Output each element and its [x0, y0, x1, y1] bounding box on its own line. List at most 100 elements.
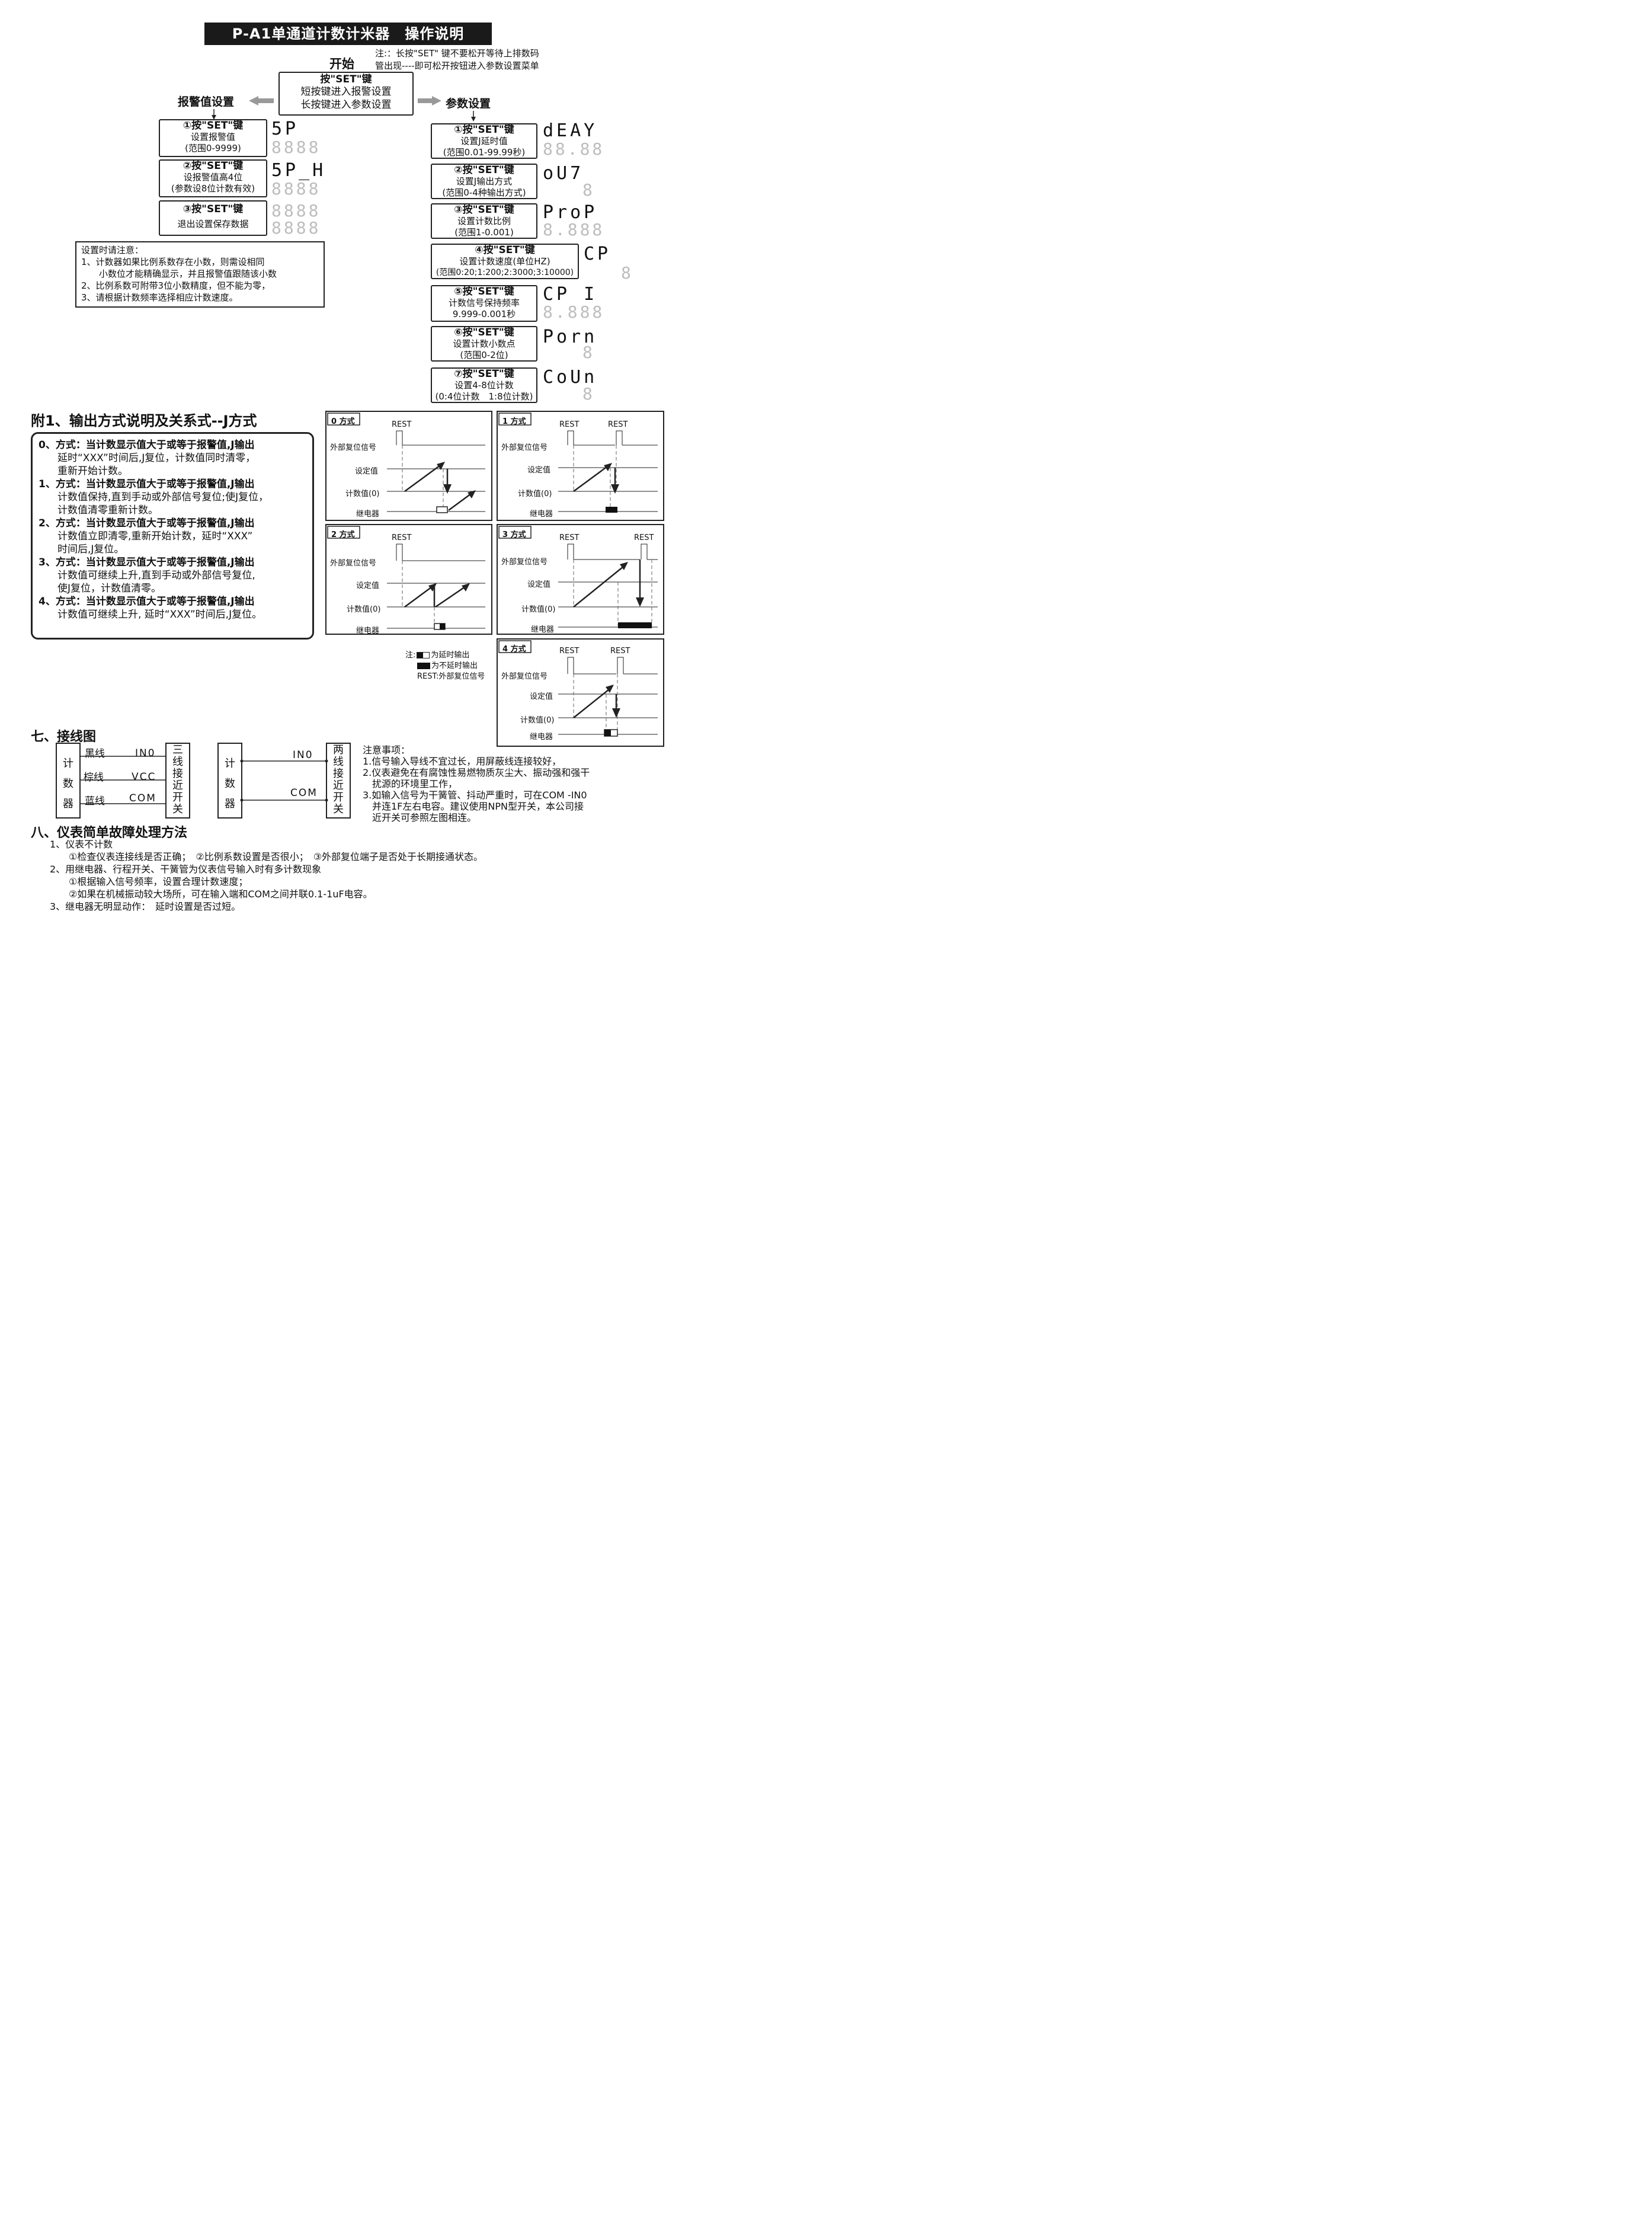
alarm-step-3: ③按"SET"键 退出设置保存数据 — [159, 200, 267, 236]
display-bottom: 88.88 — [543, 139, 605, 159]
alarm-step-range: (范围0-9999) — [185, 143, 241, 154]
switch-char: 关 — [172, 803, 183, 816]
terminal-in0: IN0 — [135, 747, 156, 759]
signal-relay-label: 继电器 — [356, 626, 380, 635]
rest-label: REST — [392, 533, 412, 542]
signal-count-label: 计数值(0) — [347, 605, 381, 614]
panel-label: 4 方式 — [502, 645, 526, 654]
counter-char: 数 — [225, 778, 235, 790]
param-step-desc: 设置J延时值 — [460, 136, 508, 146]
param-step-1: ①按"SET"键 设置J延时值 (范围0.01-99.99秒) — [431, 123, 537, 159]
legend-delay: 为延时输出 — [431, 651, 470, 660]
switch-char: 开 — [172, 791, 183, 804]
alarm-step-desc: 设报警值高4位 — [183, 172, 243, 183]
timing-panel-4: 4 方式 REST REST 外部复位信号 设定值 计数值(0) 继电器 — [497, 638, 664, 747]
display-bottom: 8.888 — [543, 220, 605, 239]
alarm-step-desc: 退出设置保存数据 — [177, 219, 249, 229]
setting-notes: 设置时请注意： 1、计数器如果比例系数存在小数，则需设相同 小数位才能精确显示，… — [75, 241, 325, 308]
param-step-desc: 设置计数速度(单位HZ) — [459, 256, 550, 267]
param-step-heading: ③按"SET"键 — [454, 204, 514, 216]
counter-char: 器 — [63, 798, 73, 810]
param-step-3: ③按"SET"键 设置计数比例 (范围1-0.001) — [431, 203, 537, 239]
param-step-heading: ⑦按"SET"键 — [454, 368, 514, 380]
setting-note-line: 1、计数器如果比例系数存在小数，则需设相同 — [81, 257, 265, 267]
counter-char: 计 — [225, 757, 235, 770]
mode-body: 计数值可继续上升,直到手动或外部信号复位, — [57, 570, 255, 581]
signal-ext-label: 外部复位信号 — [501, 672, 548, 681]
switch-char: 近 — [172, 779, 183, 792]
rest-label: REST — [608, 420, 628, 429]
wiring-note-line: 并连1F左右电容。建议使用NPN型开关，本公司接 — [363, 801, 584, 812]
setting-note-line: 设置时请注意： — [81, 245, 144, 255]
display-top-out: oU7 — [543, 163, 584, 184]
short-press-text: 短按键进入报警设置 — [300, 86, 392, 98]
signal-relay-label: 继电器 — [356, 510, 380, 519]
three-wire-switch-label: 三 线 接 近 开 关 — [172, 744, 184, 816]
display-top-coun: CoUn — [543, 367, 598, 388]
signal-ext-label: 外部复位信号 — [501, 558, 548, 567]
param-step-range: (0:4位计数 1:8位计数) — [435, 391, 533, 402]
alarm-step-range: (参数设8位计数有效) — [171, 183, 255, 194]
param-step-range: (范围0-4种输出方式) — [442, 187, 526, 198]
rest-label: REST — [559, 420, 580, 429]
setting-note-line: 2、比例系数可附带3位小数精度，但不能为零， — [81, 280, 271, 291]
rest-label: REST — [559, 647, 580, 656]
param-step-7: ⑦按"SET"键 设置4-8位计数 (0:4位计数 1:8位计数) — [431, 367, 537, 403]
start-label: 开始 — [329, 57, 354, 71]
timing-panel-3: 3 方式 REST REST 外部复位信号 设定值 计数值(0) 继电器 — [497, 524, 664, 635]
legend-prefix: 注: — [405, 651, 416, 660]
modes-description: 0、方式：当计数显示值大于或等于报警值,J输出 延时“XXX”时间后,J复位，计… — [31, 432, 314, 640]
param-step-range: (范围1-0.001) — [454, 227, 514, 238]
appendix-title: 附1、输出方式说明及关系式--J方式 — [31, 413, 257, 429]
param-step-6: ⑥按"SET"键 设置计数小数点 (范围0-2位) — [431, 326, 537, 362]
display-bottom: 8 — [582, 180, 595, 200]
setting-note-line: 3、请根据计数频率选择相应计数速度。 — [81, 292, 238, 303]
display-bottom: 8888 — [271, 218, 321, 238]
alarm-step-heading: ②按"SET"键 — [183, 160, 244, 172]
wiring-note-line: 2.仪表避免在有腐蚀性易燃物质灰尘大、振动强和强干 — [363, 767, 590, 778]
terminal-vcc: VCC — [132, 771, 156, 783]
param-step-5: ⑤按"SET"键 计数信号保持频率 9.999-0.001秒 — [431, 285, 537, 322]
counter-char: 数 — [63, 778, 73, 790]
switch-char: 三 — [172, 744, 183, 756]
signal-relay-label: 继电器 — [530, 510, 553, 519]
wire-color-black: 黑线 — [85, 748, 105, 760]
two-wire-switch-label: 两 线 接 近 开 关 — [332, 744, 344, 816]
timing-panel-1: 1 方式 REST REST 外部复位信号 设定值 计数值(0) 继电器 — [497, 411, 664, 521]
mode-head: 1、方式：当计数显示值大于或等于报警值,J输出 — [39, 478, 255, 490]
wire-color-blue: 蓝线 — [85, 795, 105, 807]
wiring-note-line: 近开关可参照左图相连。 — [363, 812, 477, 823]
alarm-step-1: ①按"SET"键 设置报警值 (范围0-9999) — [159, 119, 267, 157]
wire-color-brown: 棕线 — [84, 772, 104, 784]
display-top-cp1: CP I — [543, 284, 598, 305]
display-bottom: 8 — [582, 343, 595, 362]
signal-count-label: 计数值(0) — [345, 490, 380, 498]
display-top-cp: CP — [584, 244, 612, 264]
param-step-desc: 设置4-8位计数 — [454, 380, 514, 391]
panel-label: 1 方式 — [502, 417, 526, 426]
mode-head: 4、方式：当计数显示值大于或等于报警值,J输出 — [39, 596, 255, 608]
long-press-text: 长按键进入参数设置 — [300, 99, 392, 111]
mode-body: 时间后,J复位。 — [57, 544, 124, 555]
display-bottom: 8888 — [271, 179, 321, 199]
wiring-note-line: 3.如输入信号为干簧管、抖动严重时，可在COM -IN0 — [363, 789, 587, 801]
mode-body: 计数值保持,直到手动或外部信号复位;使J复位， — [57, 491, 269, 503]
counter-char: 计 — [63, 757, 73, 770]
display-top-sp: 5P — [271, 119, 299, 139]
param-step-desc: 设置J输出方式 — [456, 176, 513, 187]
set-key-heading: 按"SET"键 — [320, 73, 372, 85]
switch-char: 关 — [333, 803, 344, 816]
signal-ext-label: 外部复位信号 — [330, 443, 377, 452]
troubleshoot-line: 3、继电器无明显动作： 延时设置是否过短。 — [50, 901, 241, 912]
signal-set-label: 设定值 — [530, 692, 553, 701]
top-note-line: 管出现----即可松开按钮进入参数设置菜单 — [375, 60, 539, 71]
display-top-porn: Porn — [543, 327, 598, 347]
rest-label: REST — [392, 420, 412, 429]
terminal-in0: IN0 — [293, 749, 313, 761]
signal-set-label: 设定值 — [527, 580, 551, 589]
signal-relay-label: 继电器 — [530, 733, 553, 741]
display-top-prop: ProP — [543, 202, 598, 223]
param-step-range: (范围0-2位) — [460, 350, 508, 360]
signal-count-label: 计数值(0) — [520, 716, 555, 725]
wiring-diagram — [56, 743, 351, 819]
